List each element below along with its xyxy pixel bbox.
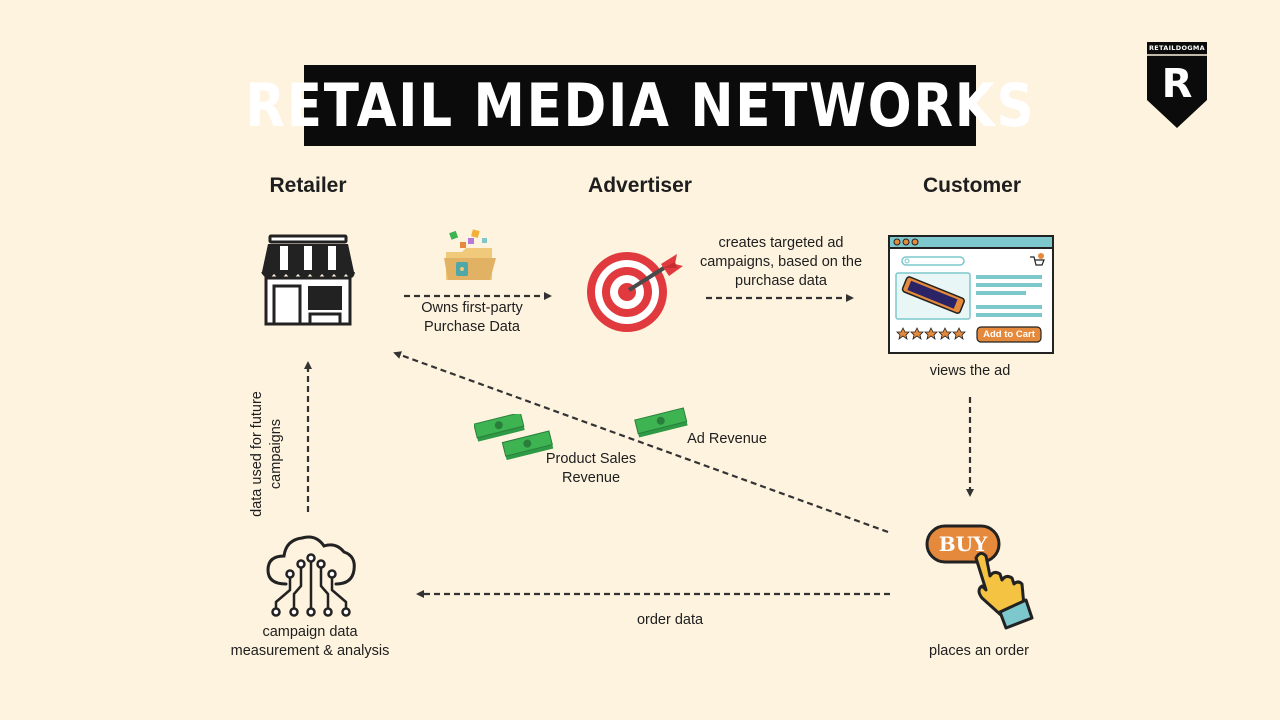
label-data-used: data used for future campaigns bbox=[249, 391, 284, 517]
web-shop-icon: Add to Cart bbox=[888, 235, 1054, 355]
label-places-order: places an order bbox=[929, 643, 1029, 659]
arrow-revenue-to-retailer bbox=[393, 351, 889, 534]
label-creates-2: campaigns, based on the bbox=[699, 254, 863, 270]
label-product-sales-2: Revenue bbox=[561, 470, 621, 486]
money-icon bbox=[474, 414, 558, 460]
storefront-icon bbox=[258, 234, 358, 328]
label-campaign-2: measurement & analysis bbox=[230, 643, 390, 659]
money-icon-ad bbox=[632, 406, 690, 440]
label-creates-1: creates targeted ad bbox=[718, 235, 844, 251]
logo-letter: R bbox=[1161, 61, 1193, 107]
column-heading-customer: Customer bbox=[922, 174, 1022, 197]
label-owns-data-2: Purchase Data bbox=[424, 319, 520, 335]
label-order-data: order data bbox=[636, 612, 704, 628]
label-product-sales-1: Product Sales bbox=[545, 451, 637, 467]
label-campaign-1: campaign data bbox=[262, 624, 358, 640]
shield-logo-icon: RETAILDOGMA R bbox=[1146, 42, 1208, 130]
column-heading-advertiser: Advertiser bbox=[588, 174, 692, 197]
column-heading-retailer: Retailer bbox=[269, 174, 347, 197]
target-icon bbox=[585, 250, 685, 334]
add-to-cart-label: Add to Cart bbox=[983, 329, 1035, 340]
open-folder-icon bbox=[442, 228, 498, 284]
logo-wordmark: RETAILDOGMA bbox=[1148, 44, 1206, 52]
label-owns-data-1: Owns first-party bbox=[421, 300, 523, 316]
label-ad-revenue: Ad Revenue bbox=[687, 431, 767, 447]
buy-label: BUY bbox=[938, 532, 988, 556]
page-title: RETAIL MEDIA NETWORKS bbox=[245, 65, 1033, 146]
cloud-network-icon bbox=[264, 530, 358, 620]
label-views-ad: views the ad bbox=[929, 363, 1011, 379]
buy-hand-icon: BUY bbox=[924, 522, 1034, 632]
label-creates-3: purchase data bbox=[735, 273, 827, 289]
